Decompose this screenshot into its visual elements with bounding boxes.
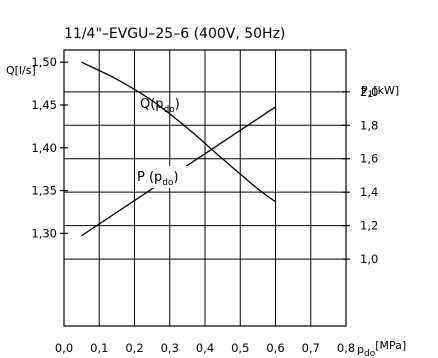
- left-tick-label: 1,30: [31, 226, 57, 240]
- x-tick-label: 0,3: [161, 341, 179, 355]
- x-tick-label: 0,6: [266, 341, 284, 355]
- right-tick-label: 2,0: [360, 85, 378, 99]
- series-q-curve: [81, 61, 276, 203]
- chart-title: 11/4"–EVGU–25–6 (400V, 50Hz): [64, 26, 285, 42]
- x-label-sub: do: [364, 349, 376, 358]
- y-left-axis-label: Q[l/s]: [6, 64, 36, 77]
- series-q-label-main: Q(p: [140, 97, 164, 112]
- x-label-unit: [MPa]: [375, 339, 406, 352]
- x-tick-label: 0,2: [125, 341, 143, 355]
- x-tick-label: 0,8: [337, 341, 355, 355]
- right-tick-label: 1,8: [360, 118, 378, 132]
- plot-frame: [63, 49, 347, 327]
- right-tick-label: 1,0: [360, 252, 378, 266]
- x-tick-label: 0,0: [55, 341, 73, 355]
- series-q-label-end: ): [175, 97, 180, 112]
- x-tick-label: 0,1: [90, 341, 108, 355]
- series-q-label: Q(pdo): [140, 97, 180, 115]
- plot-border: [63, 49, 347, 327]
- right-tick-label: 1,4: [360, 185, 378, 199]
- grid: [63, 50, 347, 326]
- series-group: [81, 61, 276, 237]
- series-q-label-sub: do: [164, 105, 176, 115]
- series-p-label-end: ): [174, 170, 179, 185]
- y-right-label-sub: 1: [368, 90, 374, 100]
- y-right-label-unit: [kW]: [373, 84, 399, 97]
- left-tick-label: 1,40: [31, 141, 57, 155]
- left-axis-ticks: 1,50 1,45 1,40 1,35 1,30: [31, 55, 68, 240]
- series-p-label-bg: [136, 166, 198, 188]
- y-right-label-main: P: [361, 84, 368, 97]
- left-tick-label: 1,45: [31, 98, 57, 112]
- y-right-axis-label: P1[kW]: [361, 84, 399, 100]
- x-tick-label: 0,5: [231, 341, 249, 355]
- left-tick-label: 1,35: [31, 184, 57, 198]
- x-tick-label: 0,7: [302, 341, 320, 355]
- series-p-label-sub: do: [162, 178, 174, 188]
- x-tick-label: 0,4: [196, 341, 214, 355]
- right-tick-label: 1,2: [360, 219, 378, 233]
- right-tick-label: 1,6: [360, 152, 378, 166]
- x-axis-ticks: 0,0 0,1 0,2 0,3 0,4 0,5 0,6 0,7 0,8: [55, 341, 355, 355]
- series-p-label: P (pdo): [137, 170, 179, 188]
- x-axis-label: pdo[MPa]: [357, 339, 406, 358]
- series-p-label-main: P (p: [137, 170, 162, 185]
- x-label-main: p: [357, 343, 364, 356]
- left-tick-label: 1,50: [31, 55, 57, 69]
- right-axis-ticks: 2,0 1,8 1,6 1,4 1,2 1,0: [342, 85, 378, 266]
